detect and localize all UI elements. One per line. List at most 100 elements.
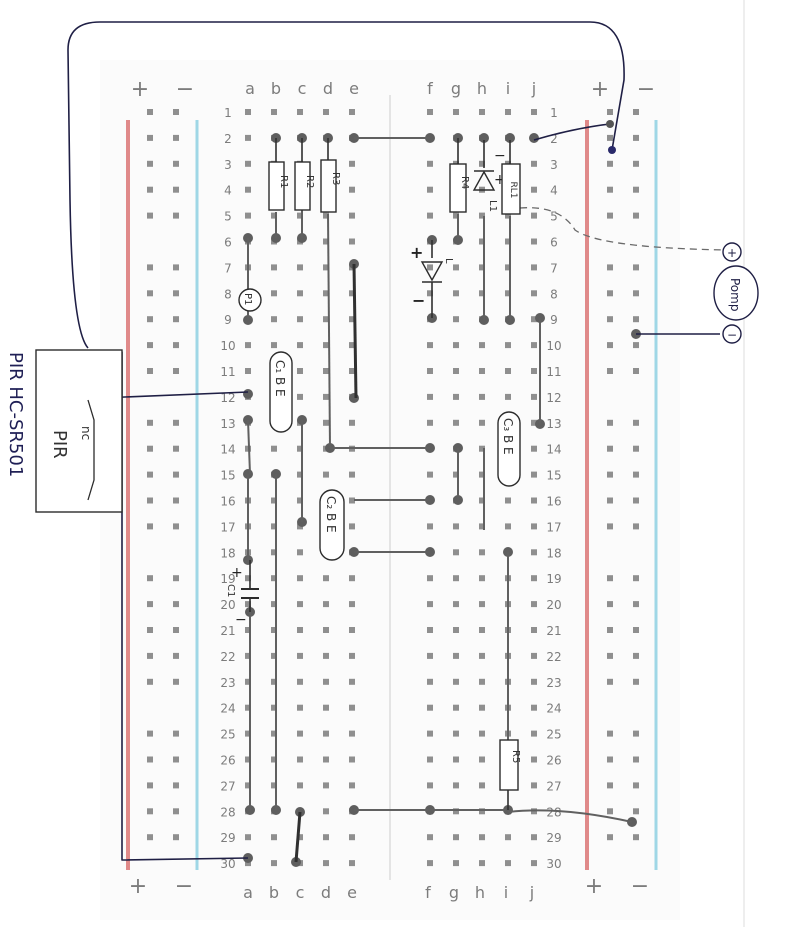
row-number-right: 6	[550, 236, 558, 250]
pump-plus: +	[727, 246, 737, 260]
row-number-right: 18	[546, 546, 561, 560]
rail-hole	[607, 652, 613, 659]
hole	[531, 652, 537, 659]
hole	[531, 678, 537, 685]
rail-hole	[173, 523, 179, 530]
row-number-left: 22	[220, 650, 235, 664]
hole	[349, 471, 355, 478]
rail-hole	[633, 575, 639, 582]
hole	[505, 497, 511, 504]
rail-hole	[633, 445, 639, 452]
hole	[427, 756, 433, 763]
row-number-left: 10	[220, 339, 235, 353]
hole	[531, 834, 537, 841]
hole	[245, 860, 251, 867]
row-number-right: 8	[550, 287, 558, 301]
c1-plus: +	[231, 565, 243, 581]
row-number-left: 29	[220, 831, 235, 845]
rail-connection-dot-2	[606, 120, 614, 128]
r5-label: R5	[510, 750, 521, 763]
hole	[531, 445, 537, 452]
capacitor-c1: C1 + −	[225, 560, 259, 628]
hole	[453, 756, 459, 763]
transistor-3: C₃ B E	[497, 411, 521, 487]
hole	[349, 575, 355, 582]
rail-hole	[633, 678, 639, 685]
hole	[531, 627, 537, 633]
rail-hole	[607, 497, 613, 504]
transistor-1: C₁ B E	[269, 351, 293, 433]
rail-hole	[633, 627, 639, 633]
row-number-left: 13	[220, 417, 235, 431]
hole	[349, 652, 355, 659]
hole	[297, 627, 303, 633]
row-number-right: 24	[546, 702, 561, 716]
hole	[245, 704, 251, 711]
hole	[323, 808, 329, 815]
rail-hole	[633, 134, 639, 141]
hole	[531, 523, 537, 530]
hole	[297, 497, 303, 504]
row-number-left: 21	[220, 624, 235, 638]
hole	[349, 601, 355, 608]
hole	[531, 368, 537, 374]
hole	[297, 445, 303, 452]
r2-label: R2	[304, 175, 315, 188]
rail-hole	[633, 186, 639, 193]
hole	[479, 109, 485, 115]
hole	[297, 342, 303, 349]
rail-hole	[607, 419, 613, 426]
hole	[349, 186, 355, 193]
rail-hole	[607, 678, 613, 685]
connection-dot	[529, 133, 539, 143]
rail-hole	[173, 109, 179, 115]
hole	[453, 782, 459, 789]
col-label-bottom-c: c	[296, 883, 305, 902]
rail-hole	[147, 445, 153, 452]
hole	[531, 160, 537, 167]
hole	[271, 264, 277, 271]
row-number-left: 6	[224, 236, 232, 250]
rail-hole	[633, 601, 639, 608]
rail-hole	[607, 471, 613, 478]
hole	[349, 342, 355, 349]
wire-j2-to-rail	[533, 123, 611, 141]
hole	[271, 575, 277, 582]
hole	[453, 627, 459, 633]
hole	[349, 497, 355, 504]
rail-hole	[173, 471, 179, 478]
col-label-g: g	[451, 79, 461, 98]
hole	[427, 471, 433, 478]
rail-hole	[147, 264, 153, 271]
hole	[323, 109, 329, 115]
hole	[427, 627, 433, 633]
rail-minus-bottom-left: −	[175, 874, 193, 899]
rail-hole	[147, 316, 153, 323]
hole	[505, 238, 511, 245]
rail-hole	[173, 186, 179, 193]
rail-hole	[173, 134, 179, 141]
hole	[479, 212, 485, 219]
hole	[505, 342, 511, 349]
hole	[245, 160, 251, 167]
row-number-right: 22	[546, 650, 561, 664]
pump-dashed-wires	[519, 207, 729, 251]
col-label-a: a	[245, 79, 255, 98]
row-number-left: 30	[220, 857, 235, 871]
hole	[297, 730, 303, 737]
rail-hole	[633, 471, 639, 478]
hole	[479, 471, 485, 478]
hole	[531, 497, 537, 504]
hole	[453, 730, 459, 737]
hole	[479, 393, 485, 400]
hole	[245, 575, 251, 582]
hole	[453, 419, 459, 426]
hole	[427, 575, 433, 582]
row-number-right: 3	[550, 158, 558, 172]
hole	[427, 368, 433, 374]
hole	[271, 730, 277, 737]
hole	[245, 368, 251, 374]
rail-plus-bottom-left: +	[129, 874, 147, 899]
